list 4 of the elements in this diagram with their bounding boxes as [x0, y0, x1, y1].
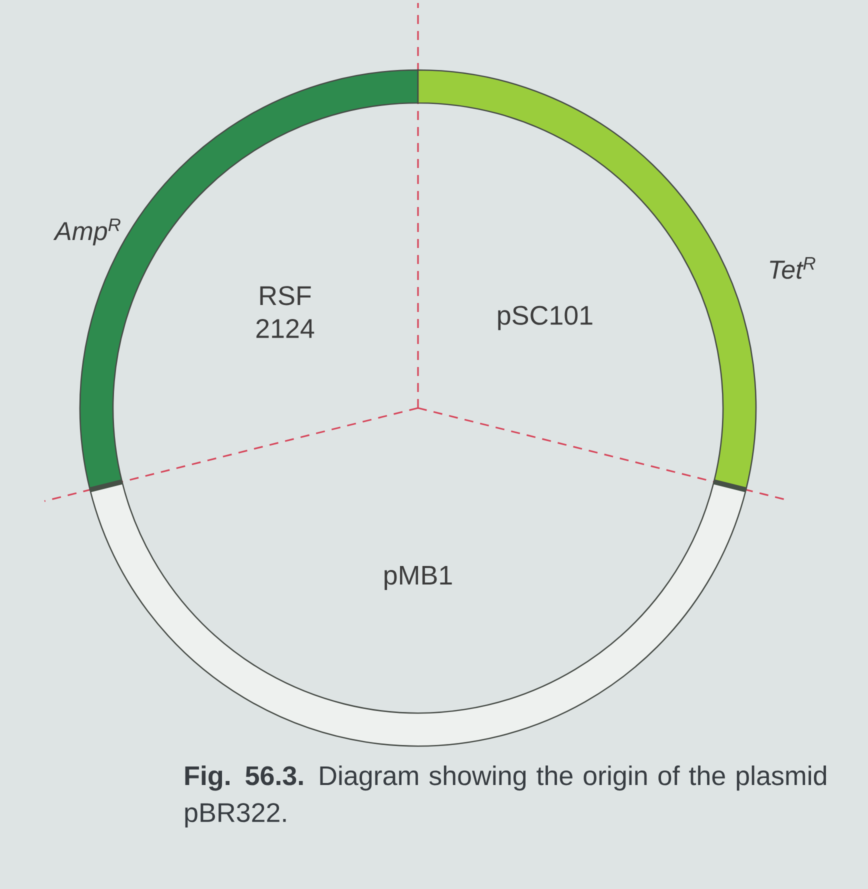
gene-label: Amp$^{R}$	[53, 218, 120, 246]
plasmid-segment: pMB1	[89, 481, 747, 747]
caption: Fig. 56.3. Diagram showing the origin of the plasmid pBR322.	[185, 766, 826, 828]
plasmid-segment: pSC101	[417, 69, 757, 490]
